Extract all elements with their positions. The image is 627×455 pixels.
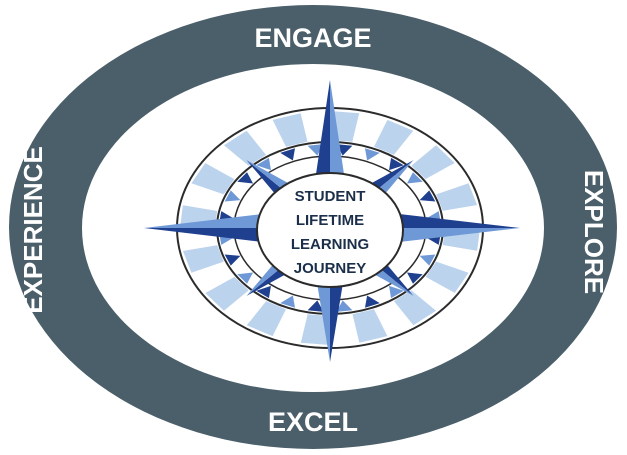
dial-triangle: [336, 144, 353, 156]
dial-segment: [352, 309, 388, 343]
dial-triangle: [389, 285, 404, 299]
dial-triangle: [280, 295, 296, 308]
ring-label-left: EXPERIENCE: [18, 146, 48, 314]
center-line-4: JOURNEY: [294, 260, 367, 277]
dial-triangle: [364, 148, 380, 161]
dial-segment: [191, 162, 235, 195]
dial-triangle: [237, 172, 254, 184]
center-line-1: STUDENT: [295, 188, 366, 205]
dial-segment: [352, 113, 388, 147]
dial-segment: [436, 245, 478, 273]
dial-segments: [180, 111, 480, 345]
dial-triangle: [307, 300, 324, 312]
dial-triangle: [280, 148, 296, 161]
dial-segment: [374, 301, 414, 337]
center-circle: [256, 172, 404, 288]
ring-label-bottom: EXCEL: [268, 407, 358, 437]
dial-segment: [205, 145, 249, 180]
dial-segment: [425, 261, 469, 294]
dial-triangle: [224, 254, 241, 266]
dial-segment: [374, 119, 414, 155]
dial-segment: [425, 162, 469, 195]
dial-segment: [272, 113, 308, 147]
dial-segment: [411, 145, 455, 180]
center-line-3: LEARNING: [291, 236, 369, 253]
dial-segment: [182, 183, 224, 211]
ring-label-top: ENGAGE: [254, 23, 371, 53]
dial-segment: [393, 290, 437, 326]
dial-triangle: [419, 254, 436, 266]
compass-rose: [144, 80, 520, 362]
dial-segment: [223, 130, 267, 166]
dial-triangle: [336, 300, 353, 312]
dial-triangle: [389, 157, 404, 171]
dial-triangle: [364, 295, 380, 308]
dial-segment: [436, 183, 478, 211]
dial-segment: [223, 290, 267, 326]
center-line-2: LIFETIME: [296, 212, 364, 229]
dial-segment: [246, 301, 286, 337]
dial-triangle: [419, 190, 436, 202]
dial-segment: [246, 119, 286, 155]
dial-segment: [393, 130, 437, 166]
dial-segment: [182, 245, 224, 273]
ring-label-right: EXPLORE: [579, 170, 609, 294]
dial-segment: [411, 276, 455, 311]
dial-triangle: [256, 285, 271, 299]
dial-segment: [330, 314, 360, 345]
dial-triangle: [307, 144, 324, 156]
dial-segment: [272, 309, 308, 343]
dial-triangle: [256, 157, 271, 171]
dial-triangle: [224, 190, 241, 202]
dial-triangle: [237, 272, 254, 284]
dial-segment: [191, 261, 235, 294]
dial-triangle: [406, 272, 423, 284]
dial-segment: [205, 276, 249, 311]
dial-segment: [300, 314, 330, 345]
dial-triangle: [406, 172, 423, 184]
